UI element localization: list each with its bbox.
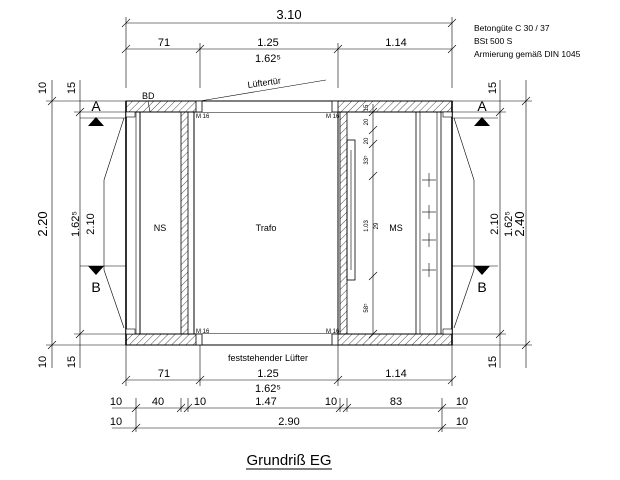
title-text: Grundriß EG	[246, 452, 331, 469]
dim-top-left: 71	[158, 37, 170, 49]
dim-left-bot2: 15	[66, 356, 78, 368]
dim-inner-33: 33⁵	[363, 155, 370, 165]
left-dimension-chains: 2.20 10 15 2.10 1.62⁵ 10 15	[35, 80, 126, 368]
dim-bot3-left: 10	[110, 416, 122, 428]
note-reinforcement: Armierung gemäß DIN 1045	[474, 49, 581, 59]
dim-top-mid-sub: 1.62⁵	[255, 53, 281, 65]
m16-label-br: M 16	[326, 329, 340, 335]
m16-label-bl: M 16	[196, 329, 210, 335]
room-ms-label: MS	[389, 223, 403, 233]
room-ns-label: NS	[154, 223, 167, 233]
dim-right-top: 15	[487, 82, 499, 94]
m16-anchors: M 16 M 16 M 16 M 16	[196, 114, 340, 335]
dim-bot3-mid: 2.90	[278, 416, 299, 428]
section-markers: A A B B	[80, 98, 498, 295]
dim-left-total: 2.20	[35, 211, 50, 236]
dim-bot2-e: 10	[325, 396, 337, 408]
dim-bot2-c: 10	[194, 396, 206, 408]
building-walls	[125, 100, 453, 346]
dim-left-inner-sub: 1.62⁵	[70, 211, 82, 237]
dim-bot2-f: 83	[390, 396, 402, 408]
note-concrete-grade: Betongüte C 30 / 37	[474, 23, 550, 33]
bd-text: BD	[142, 91, 155, 101]
dim-inner-29: 29	[374, 222, 380, 229]
dim-inner-58: 58⁵	[363, 303, 370, 313]
dim-right-total: 2.40	[512, 211, 527, 236]
dim-top-mid: 1.25	[257, 37, 278, 49]
room-trafo-label: Trafo	[256, 223, 277, 233]
note-steel-grade: BSt 500 S	[474, 36, 513, 46]
dim-bot2-b: 40	[152, 396, 164, 408]
dim-bot-mid-sub: 1.62⁵	[255, 383, 281, 395]
m16-label-tl: M 16	[196, 114, 210, 120]
inner-dimension-chain: 15 20 20 33⁵ 1.03 29 58⁵	[363, 104, 380, 339]
dim-bot-left: 71	[158, 368, 170, 380]
dim-bot3-right: 10	[456, 416, 468, 428]
vent-door-label: Lüftertür	[199, 75, 327, 102]
ms-anchor-crosses	[422, 173, 436, 277]
dim-bot-mid: 1.25	[257, 368, 278, 380]
dim-right-inner-sub: 1.62⁵	[503, 211, 515, 237]
dim-bot2-d: 1.47	[255, 396, 276, 408]
dim-left-top: 10	[37, 82, 49, 94]
dim-bot2-a: 10	[110, 396, 122, 408]
section-b-left: B	[91, 279, 100, 295]
dim-left-bot: 10	[37, 356, 49, 368]
dim-bot2-g: 10	[456, 396, 468, 408]
section-b-right: B	[477, 279, 486, 295]
dim-top-right: 1.14	[385, 37, 406, 49]
bottom-dimension-chains: 71 1.25 1.62⁵ 1.14 10 40 10 1.47 10 83 1…	[110, 345, 468, 433]
dim-inner-20a: 20	[364, 118, 370, 125]
dim-right-inner: 2.10	[489, 213, 501, 234]
dim-inner-20b: 20	[364, 137, 370, 144]
side-taper-lines	[103, 117, 475, 329]
dim-left-inner: 2.10	[85, 213, 97, 234]
dim-right-bot: 15	[487, 356, 499, 368]
m16-label-tr: M 16	[326, 114, 340, 120]
fixed-vent-label: feststehender Lüfter	[228, 353, 308, 363]
vent-door-text: Lüftertür	[247, 75, 282, 90]
section-a-left: A	[91, 98, 101, 114]
dim-top-total: 3.10	[276, 7, 301, 22]
dim-left-top2: 15	[66, 82, 78, 94]
dim-inner-15: 15	[364, 104, 370, 111]
drawing-title: Grundriß EG	[246, 452, 332, 470]
top-dimension-chains: 3.10 71 1.25 1.62⁵ 1.14	[121, 7, 457, 88]
section-a-right: A	[477, 98, 487, 114]
bd-label: BD	[142, 91, 155, 113]
right-dimension-chains: 15 2.10 1.62⁵ 2.40 15	[452, 80, 532, 368]
dim-bot-right: 1.14	[385, 368, 406, 380]
dim-inner-103: 1.03	[364, 220, 370, 232]
material-notes: Betongüte C 30 / 37 BSt 500 S Armierung …	[474, 23, 581, 59]
